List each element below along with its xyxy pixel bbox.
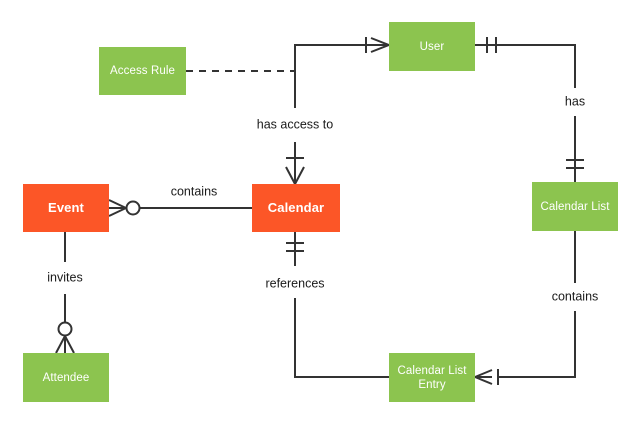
- marker-cle-crowsfoot: [474, 369, 493, 385]
- relationship-label-invites: invites: [47, 271, 82, 286]
- label-text: invites: [47, 270, 83, 285]
- entity-calendar-list[interactable]: Calendar List: [532, 182, 618, 231]
- entity-label: Access Rule: [109, 65, 175, 77]
- label-text: has access to: [256, 117, 334, 132]
- marker-attendee-crowsfoot: [55, 335, 75, 354]
- label-text: references: [265, 276, 325, 291]
- entity-user[interactable]: User: [389, 22, 475, 71]
- relationship-label-contains-event-calendar: contains: [171, 185, 218, 200]
- connector-has-access-to: [294, 44, 389, 108]
- relationship-label-has: has: [565, 95, 585, 110]
- relationship-label-has-access-to: has access to: [257, 118, 333, 133]
- entity-calendar[interactable]: Calendar: [252, 184, 340, 232]
- label-text: contains: [551, 289, 599, 304]
- entity-label: Calendar List Entry: [397, 364, 467, 391]
- marker-user-crowsfoot: [370, 37, 390, 53]
- connector-references-lower: [294, 298, 389, 378]
- relationship-label-contains-list-entry: contains: [552, 290, 599, 305]
- marker-event-crowsfoot: [108, 199, 127, 217]
- entity-label: Event: [48, 200, 84, 215]
- entity-label: Calendar: [267, 200, 325, 215]
- entity-label: Calendar List: [540, 200, 610, 213]
- label-text: has: [564, 94, 586, 109]
- marker-event-circle: [125, 200, 141, 216]
- label-text: contains: [170, 184, 218, 199]
- marker-attendee-circle: [57, 321, 73, 337]
- marker-calendar-top-crowsfoot: [285, 166, 305, 185]
- entity-calendar-list-entry[interactable]: Calendar List Entry: [389, 353, 475, 402]
- entity-label: User: [419, 40, 445, 53]
- entity-attendee[interactable]: Attendee: [23, 353, 109, 402]
- entity-label: Attendee: [42, 371, 90, 384]
- entity-access-rule[interactable]: Access Rule: [99, 47, 186, 95]
- connector-has-upper: [475, 44, 576, 88]
- connector-contains-list-lower: [498, 311, 576, 378]
- relationship-label-references: references: [265, 277, 324, 292]
- entity-event[interactable]: Event: [23, 184, 109, 232]
